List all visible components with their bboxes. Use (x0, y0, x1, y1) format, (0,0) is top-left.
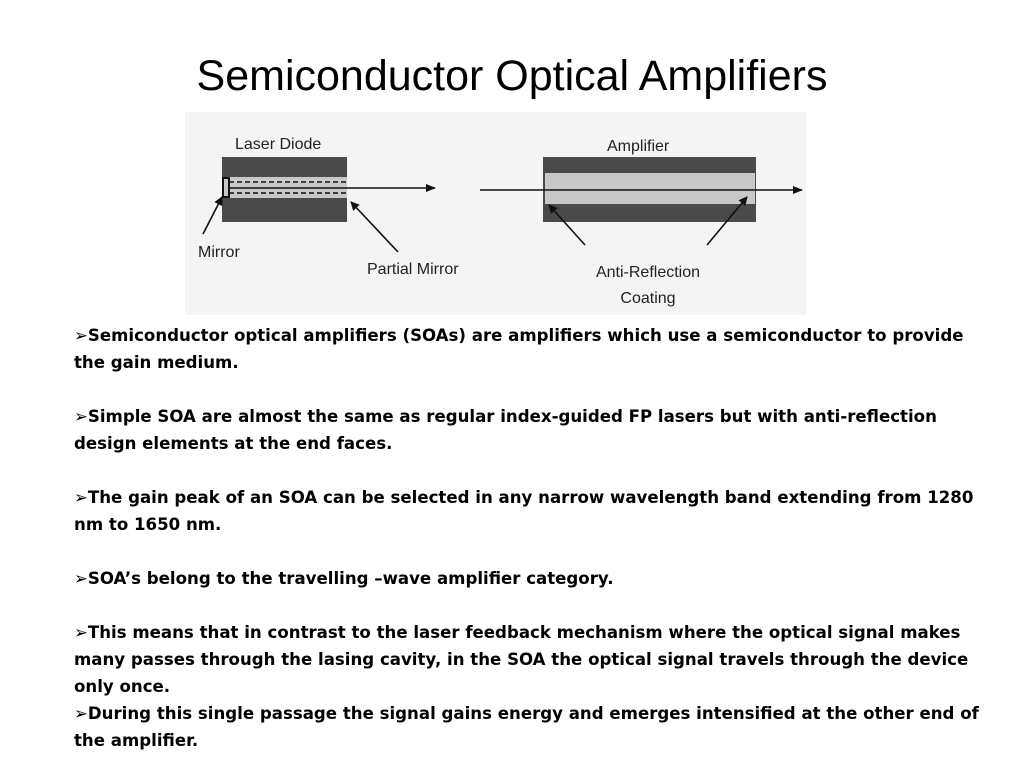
bullet-item: ➢The gain peak of an SOA can be selected… (74, 484, 979, 538)
slide-title: Semiconductor Optical Amplifiers (196, 52, 828, 100)
bullet-text: The gain peak of an SOA can be selected … (74, 488, 974, 534)
anti-reflection-pointer-arrow-right (706, 196, 748, 246)
laser-diode-label: Laser Diode (235, 136, 321, 153)
bullet-item: ➢This means that in contrast to the lase… (74, 619, 979, 700)
amplifier-label: Amplifier (607, 138, 670, 155)
bullet-list: ➢Semiconductor optical amplifiers (SOAs)… (74, 322, 979, 754)
bullet-text: This means that in contrast to the laser… (74, 623, 969, 696)
arrow-bullet-icon: ➢ (74, 407, 88, 426)
arrow-bullet-icon: ➢ (74, 704, 88, 723)
arrow-bullet-icon: ➢ (74, 488, 88, 507)
bullet-item: ➢During this single passage the signal g… (74, 700, 979, 754)
bullet-text: During this single passage the signal ga… (74, 704, 979, 750)
bullet-item: ➢Simple SOA are almost the same as regul… (74, 403, 979, 457)
soa-diagram-svg: Laser Diode Amplifier Mirror Partial Mir… (198, 136, 803, 307)
arrow-bullet-icon: ➢ (74, 326, 88, 345)
bullet-text: Semiconductor optical amplifiers (SOAs) … (74, 326, 964, 372)
bullet-item: ➢Semiconductor optical amplifiers (SOAs)… (74, 322, 979, 376)
bullet-item: ➢SOA’s belong to the travelling –wave am… (74, 565, 979, 592)
amplifier-active-region (545, 173, 755, 204)
bullet-text: SOA’s belong to the travelling –wave amp… (87, 569, 614, 588)
soa-diagram: Laser Diode Amplifier Mirror Partial Mir… (185, 112, 806, 315)
amplifier-block (480, 157, 803, 222)
partial-mirror-label: Partial Mirror (367, 261, 459, 278)
coating-label: Coating (620, 290, 675, 307)
mirror-pointer-arrow (202, 196, 223, 235)
anti-reflection-label: Anti-Reflection (596, 264, 700, 281)
arrow-bullet-icon: ➢ (74, 623, 88, 642)
bullet-text: Simple SOA are almost the same as regula… (74, 407, 937, 453)
anti-reflection-pointer-arrow-left (548, 204, 586, 246)
partial-mirror-pointer-arrow (350, 201, 399, 253)
mirror-label: Mirror (198, 244, 240, 261)
laser-diode-block (222, 157, 436, 222)
arrow-bullet-icon: ➢ (74, 569, 88, 588)
